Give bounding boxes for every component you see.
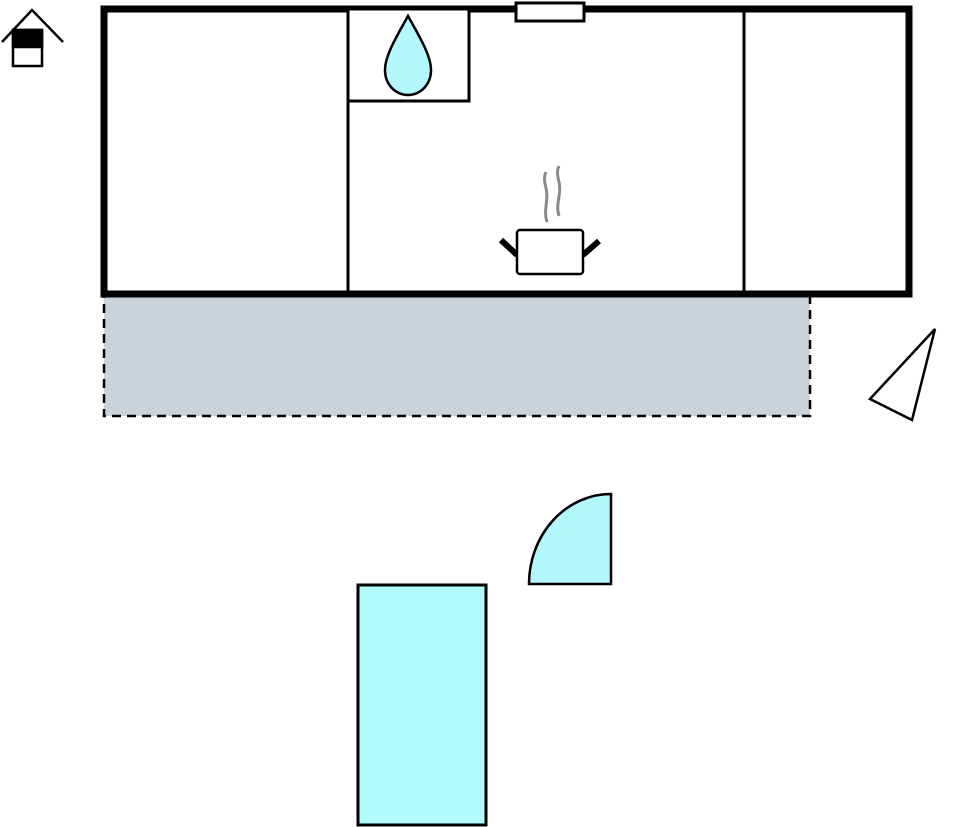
door-swing-icon (527, 492, 613, 586)
cooking-pot-icon (498, 165, 601, 276)
pool (356, 583, 488, 827)
north-arrow-icon (867, 328, 937, 422)
terrace (102, 294, 812, 418)
water-drop-icon (383, 13, 433, 97)
house-icon (1, 8, 64, 68)
building-outline (100, 5, 913, 298)
window-icon (514, 1, 586, 23)
